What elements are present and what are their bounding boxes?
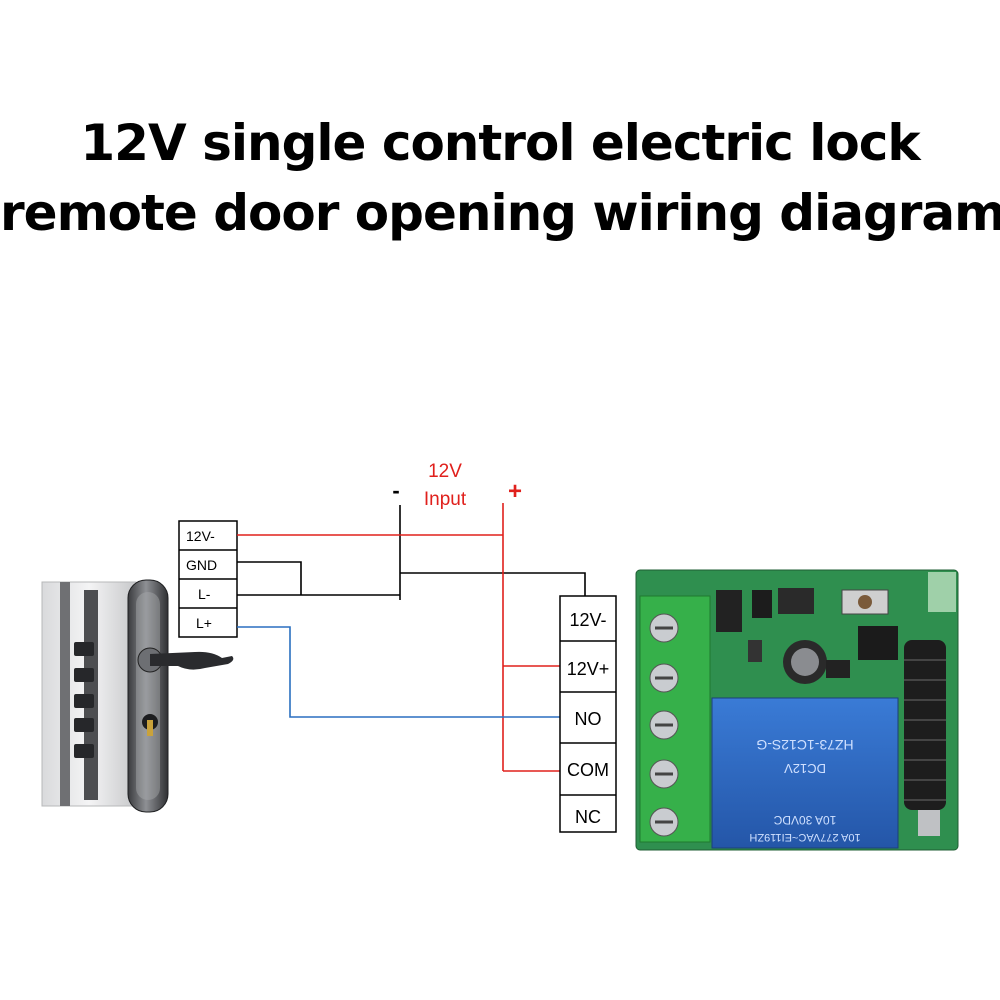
antenna-coil xyxy=(904,640,946,836)
door-lock-image xyxy=(41,579,234,813)
input-plus-sign: + xyxy=(508,478,522,505)
power-input-label: - 12V Input + xyxy=(392,461,522,510)
relay-terminal-no: NO xyxy=(575,709,602,729)
lock-terminal-block: 12V- GND L- L+ xyxy=(178,520,238,638)
relay-terminal-labels: 12V- 12V+ NO COM NC xyxy=(559,595,617,833)
input-minus-sign: - xyxy=(392,478,399,503)
relay-terminal-12v-minus: 12V- xyxy=(569,610,606,630)
input-voltage-label: 12V xyxy=(428,461,462,482)
relay-terminal-nc: NC xyxy=(575,807,601,827)
diagram-title: 12V single control electric lock remote … xyxy=(0,108,1000,248)
title-line-1: 12V single control electric lock xyxy=(80,114,920,172)
wire-gnd-link xyxy=(237,561,302,595)
relay-terminal-com: COM xyxy=(567,760,609,780)
relay-marking-3: DC12V xyxy=(784,761,826,776)
wires xyxy=(237,503,586,772)
lock-terminal-l-minus: L- xyxy=(198,586,211,602)
relay-receiver-board: 10A 277VAC~EI119ZH 10A 30VDC DC12V HZ73-… xyxy=(635,569,959,851)
lock-terminal-12v-minus: 12V- xyxy=(186,528,215,544)
lock-terminal-l-plus: L+ xyxy=(196,615,212,631)
lock-terminal-gnd: GND xyxy=(186,557,217,573)
relay-marking-1: 10A 277VAC~EI119ZH xyxy=(749,831,860,843)
input-text-label: Input xyxy=(424,489,467,510)
wire-relay-12v-minus xyxy=(400,572,586,596)
relay-marking-4: HZ73-1C12S-G xyxy=(756,737,853,753)
title-line-2: remote door opening wiring diagram xyxy=(0,184,1000,242)
screw-terminals xyxy=(649,613,679,837)
relay-marking-2: 10A 30VDC xyxy=(773,813,836,827)
wire-l-plus-to-no xyxy=(237,626,560,718)
relay-terminal-12v-plus: 12V+ xyxy=(567,659,610,679)
